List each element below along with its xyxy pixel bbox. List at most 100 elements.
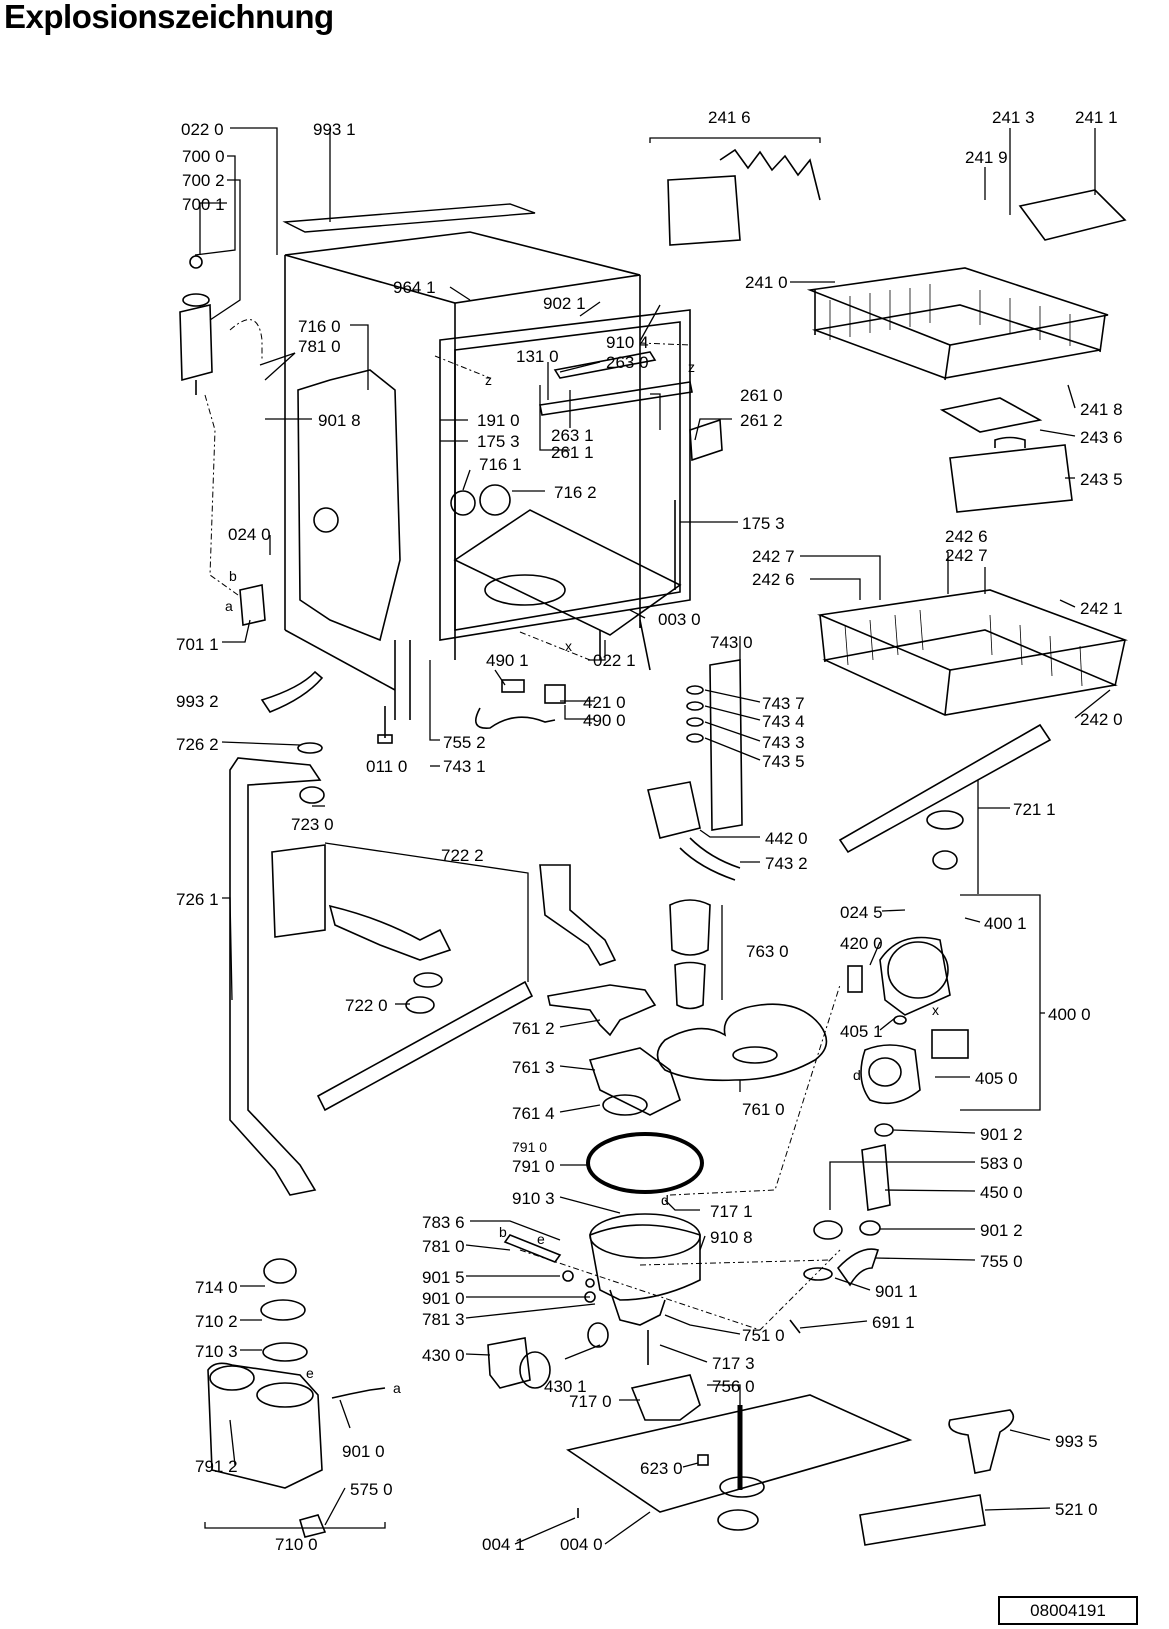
callout-781-3: 781 3 <box>422 1310 465 1329</box>
callout-241-9: 241 9 <box>965 148 1008 167</box>
callout-242-7a: 242 7 <box>752 547 795 566</box>
callout-726-2: 726 2 <box>176 735 219 754</box>
callout-717-0: 717 0 <box>569 1392 612 1411</box>
document-number: 08004191 <box>1030 1600 1106 1620</box>
callout-761-4: 761 4 <box>512 1104 555 1123</box>
callout-243-5: 243 5 <box>1080 470 1123 489</box>
callout-261-0: 261 0 <box>740 386 783 405</box>
callout-717-1: 717 1 <box>710 1202 753 1221</box>
callout-430-1: 430 1 <box>544 1377 587 1396</box>
marker-x: x <box>565 638 572 654</box>
callout-901-8: 901 8 <box>318 411 361 430</box>
callout-261-1: 261 1 <box>551 443 594 462</box>
callout-993-2: 993 2 <box>176 692 219 711</box>
document-number-box: 08004191 <box>998 1596 1138 1625</box>
callout-003-0: 003 0 <box>658 610 701 629</box>
callout-691-1: 691 1 <box>872 1313 915 1332</box>
callout-714-0: 714 0 <box>195 1278 238 1297</box>
callout-723-0: 723 0 <box>291 815 334 834</box>
callout-labels: 022 0 993 1 700 0 700 2 700 1 964 1 902 … <box>176 108 1123 1554</box>
parts-artwork <box>179 148 1129 1546</box>
callout-743-3: 743 3 <box>762 733 805 752</box>
callout-910-4: 910 4 <box>606 333 649 352</box>
callout-700-2: 700 2 <box>182 171 225 190</box>
callout-175-3a: 175 3 <box>477 432 520 451</box>
callout-791-0-partial: 791 0 <box>512 1139 547 1155</box>
callout-242-6b: 242 6 <box>752 570 795 589</box>
callout-623-0: 623 0 <box>640 1459 683 1478</box>
callout-575-0: 575 0 <box>350 1480 393 1499</box>
callout-901-1: 901 1 <box>875 1282 918 1301</box>
callout-993-5: 993 5 <box>1055 1432 1098 1451</box>
callout-710-2: 710 2 <box>195 1312 238 1331</box>
callout-716-1: 716 1 <box>479 455 522 474</box>
callout-910-8: 910 8 <box>710 1228 753 1247</box>
connection-markers: z z x b a d d e b e a x <box>225 359 939 1396</box>
callout-400-1: 400 1 <box>984 914 1027 933</box>
callout-241-8: 241 8 <box>1080 400 1123 419</box>
callout-901-0b: 901 0 <box>342 1442 385 1461</box>
callout-791-0: 791 0 <box>512 1157 555 1176</box>
callout-756-0: 756 0 <box>712 1377 755 1396</box>
marker-b: b <box>229 568 237 584</box>
callout-421-0: 421 0 <box>583 693 626 712</box>
callout-964-1: 964 1 <box>393 278 436 297</box>
callout-263-0: 263 0 <box>606 353 649 372</box>
callout-241-3: 241 3 <box>992 108 1035 127</box>
callout-717-3: 717 3 <box>712 1354 755 1373</box>
callout-011-0: 011 0 <box>366 757 407 776</box>
callout-755-0: 755 0 <box>980 1252 1023 1271</box>
callout-751-0: 751 0 <box>742 1326 785 1345</box>
callout-242-1: 242 1 <box>1080 599 1123 618</box>
callout-022-0: 022 0 <box>181 120 224 139</box>
leader-lines <box>194 127 1111 1545</box>
callout-743-7: 743 7 <box>762 694 805 713</box>
callout-701-1: 701 1 <box>176 635 219 654</box>
callout-901-0a: 901 0 <box>422 1289 465 1308</box>
callout-241-0: 241 0 <box>745 273 788 292</box>
marker-d: d <box>853 1067 861 1083</box>
callout-131-0: 131 0 <box>516 347 559 366</box>
callout-450-0: 450 0 <box>980 1183 1023 1202</box>
callout-761-0: 761 0 <box>742 1100 785 1119</box>
callout-583-0: 583 0 <box>980 1154 1023 1173</box>
callout-910-3: 910 3 <box>512 1189 555 1208</box>
marker-a: a <box>225 598 233 614</box>
callout-400-0: 400 0 <box>1048 1005 1091 1024</box>
callout-004-0: 004 0 <box>560 1535 603 1554</box>
callout-721-1: 721 1 <box>1013 800 1056 819</box>
callout-241-6: 241 6 <box>708 108 751 127</box>
marker-z: z <box>688 359 695 375</box>
callout-761-3: 761 3 <box>512 1058 555 1077</box>
callout-700-0: 700 0 <box>182 147 225 166</box>
callout-191-0: 191 0 <box>477 411 520 430</box>
callout-242-0: 242 0 <box>1080 710 1123 729</box>
marker-d: d <box>661 1192 669 1208</box>
callout-783-6: 783 6 <box>422 1213 465 1232</box>
marker-b: b <box>499 1224 507 1240</box>
callout-755-2: 755 2 <box>443 733 486 752</box>
marker-a: a <box>393 1380 401 1396</box>
marker-e: e <box>306 1365 314 1381</box>
callout-743-4: 743 4 <box>762 712 805 731</box>
callout-261-2: 261 2 <box>740 411 783 430</box>
callout-726-1: 726 1 <box>176 890 219 909</box>
callout-901-2a: 901 2 <box>980 1125 1023 1144</box>
callout-743-1: 743 1 <box>443 757 486 776</box>
callout-420-0: 420 0 <box>840 934 883 953</box>
callout-175-3b: 175 3 <box>742 514 785 533</box>
callout-024-0: 024 0 <box>228 525 271 544</box>
callout-263-1: 263 1 <box>551 426 594 445</box>
callout-761-2: 761 2 <box>512 1019 555 1038</box>
callout-241-1: 241 1 <box>1075 108 1118 127</box>
callout-710-3: 710 3 <box>195 1342 238 1361</box>
callout-791-2: 791 2 <box>195 1457 238 1476</box>
callout-243-6: 243 6 <box>1080 428 1123 447</box>
callout-722-2: 722 2 <box>441 846 484 865</box>
callout-901-5: 901 5 <box>422 1268 465 1287</box>
callout-710-0: 710 0 <box>275 1535 318 1554</box>
callout-405-1: 405 1 <box>840 1022 883 1041</box>
marker-x: x <box>932 1002 939 1018</box>
callout-716-0: 716 0 <box>298 317 341 336</box>
marker-e: e <box>537 1231 545 1247</box>
